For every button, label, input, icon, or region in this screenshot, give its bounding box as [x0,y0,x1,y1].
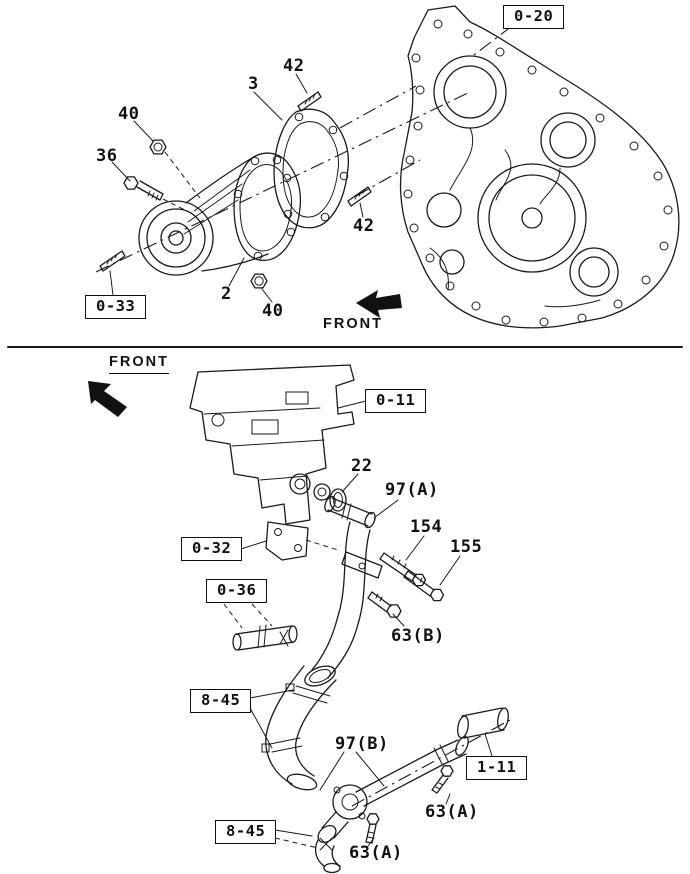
front-label-bottom: FRONT [109,354,169,374]
ref-box-0-11[interactable]: 0-11 [365,389,427,414]
bolt-63b-drawing [367,591,402,618]
gasket-drawing [272,108,350,229]
bypass-hose-drawing [232,624,298,651]
callout-bolt-155: 155 [450,537,483,557]
outlet-elbow-drawing [314,811,349,874]
oring-drawing [329,488,347,512]
ref-box-0-36[interactable]: 0-36 [206,579,268,604]
callout-water-pump: 2 [221,284,232,304]
nut-lower-drawing [250,273,268,289]
front-label-top: FRONT [323,316,383,332]
centerlines-bottom [351,719,511,807]
callout-bolt-63a-right: 63(A) [425,802,479,822]
front-arrow-icon-bottom [88,381,127,417]
bolt-36-drawing [123,176,164,201]
bolt-63a-bottom-drawing [365,813,380,844]
front-arrow-icon-top [356,290,402,318]
centerlines-top [95,25,513,273]
callout-nut-lower: 40 [262,301,284,321]
ref-box-0-32[interactable]: 0-32 [181,537,243,562]
leader-lines-top [109,73,364,303]
callout-oring: 22 [351,456,373,476]
pipe-1-11-drawing [457,707,509,739]
ref-box-8-45-lower[interactable]: 8-45 [215,820,277,845]
water-pipe-a-drawing [304,495,383,687]
ref-box-0-20[interactable]: 0-20 [503,5,565,30]
callout-gasket: 3 [248,74,259,94]
callout-bolt-154: 154 [410,517,443,537]
callout-nut-upper: 40 [118,104,140,124]
ref-box-1-11[interactable]: 1-11 [466,756,528,781]
callout-bolt-63b: 63(B) [391,626,445,646]
bracket-0-32-drawing [265,521,309,561]
callout-bolt-63a-bottom: 63(A) [349,843,403,863]
callout-pipe-b: 97(B) [335,734,389,754]
bolt-155-drawing [403,570,445,602]
nut-upper-drawing [149,139,167,155]
stud-upper-drawing [297,91,322,112]
bolt-63a-right-drawing [431,765,454,794]
callout-stud-lower: 42 [353,216,375,236]
ref-box-0-33[interactable]: 0-33 [85,295,147,320]
callout-pipe-a: 97(A) [385,480,439,500]
ref-box-8-45-upper[interactable]: 8-45 [190,689,252,714]
timing-case-drawing [399,5,680,329]
callout-stud-upper: 42 [283,56,305,76]
callout-bolt-36: 36 [96,146,118,166]
cylinder-block-drawing [189,364,355,525]
water-pump-drawing [138,152,302,276]
water-pipe-b-drawing [332,736,469,820]
bolt-154-drawing [379,552,427,587]
hose-elbow-drawing [261,665,337,791]
leader-lines-bottom [223,400,493,849]
